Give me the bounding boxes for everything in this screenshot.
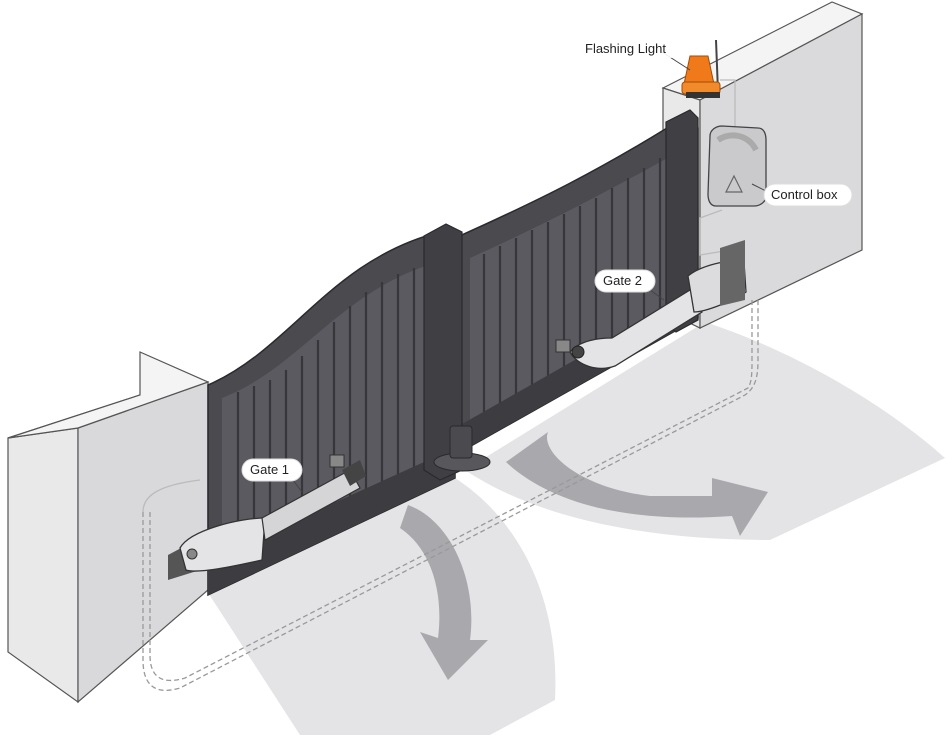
control-box-icon [707, 125, 767, 207]
label-gate-2: Gate 2 [594, 269, 656, 293]
centre-post [423, 223, 491, 481]
gate-1-swing-area [205, 478, 556, 735]
left-pillar [7, 351, 210, 704]
gate-leaf-1 [207, 231, 456, 597]
label-control-box-text: Control box [771, 187, 838, 202]
label-gate-1: Gate 1 [241, 458, 303, 482]
label-gate-2-text: Gate 2 [603, 273, 642, 288]
gate-2-leader [649, 289, 665, 301]
swing-arrow-icon [400, 505, 488, 680]
gate-leaf-2 [454, 109, 699, 457]
actuator-icon [168, 454, 366, 580]
actuator-icon [555, 240, 747, 369]
swing-arrow-icon [506, 432, 768, 536]
label-flashing-light: Flashing Light [580, 38, 680, 58]
label-flashing-light-text: Flashing Light [585, 41, 666, 56]
flashing-light-icon [681, 39, 721, 98]
label-control-box: Control box [763, 183, 853, 207]
label-gate-1-text: Gate 1 [250, 462, 289, 477]
